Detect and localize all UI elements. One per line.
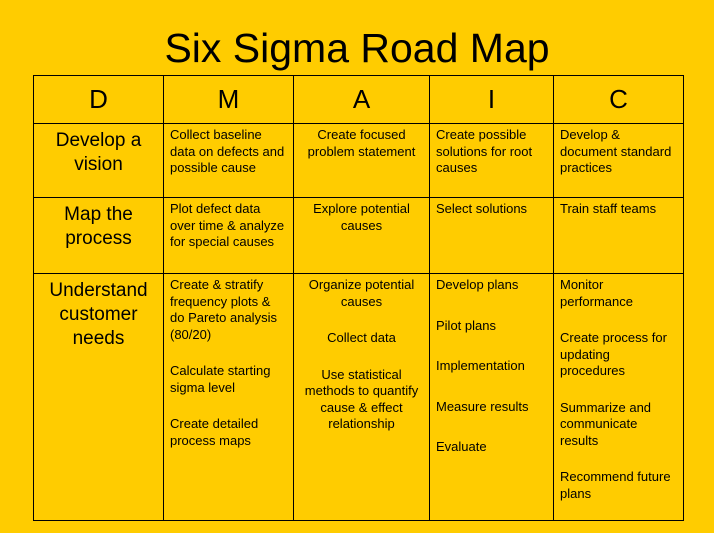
header-c: C bbox=[553, 75, 684, 124]
table-row: Develop a vision Collect baseline data o… bbox=[33, 123, 684, 198]
control-cell: Develop & document standard practices bbox=[553, 123, 684, 198]
table-row: Map the process Plot defect data over ti… bbox=[33, 197, 684, 274]
list-item: Create & stratify frequency plots & do P… bbox=[170, 277, 277, 342]
list-item: Develop plans bbox=[436, 277, 519, 292]
list-item: Calculate starting sigma level bbox=[170, 363, 271, 395]
analyze-cell: Create focused problem statement bbox=[293, 123, 430, 198]
row-label: Develop a vision bbox=[55, 130, 142, 175]
improve-cell: Select solutions bbox=[429, 197, 554, 274]
improve-cell: Create possible solutions for root cause… bbox=[429, 123, 554, 198]
measure-cell: Plot defect data over time & analyze for… bbox=[163, 197, 294, 274]
improve-cell: Develop plans Pilot plans Implementation… bbox=[429, 273, 554, 521]
measure-cell: Create & stratify frequency plots & do P… bbox=[163, 273, 294, 521]
list-item: Create focused problem statement bbox=[307, 127, 416, 159]
control-cell: Train staff teams bbox=[553, 197, 684, 274]
row-label: Understand customer needs bbox=[49, 280, 148, 349]
list-item: Monitor performance bbox=[560, 277, 633, 309]
analyze-cell: Organize potential causes Collect data U… bbox=[293, 273, 430, 521]
list-item: Plot defect data over time & analyze for… bbox=[170, 201, 285, 249]
list-item: Train staff teams bbox=[560, 201, 657, 216]
header-i: I bbox=[429, 75, 554, 124]
page-title: Six Sigma Road Map bbox=[164, 25, 550, 71]
analyze-cell: Explore potential causes bbox=[293, 197, 430, 274]
measure-cell: Collect baseline data on defects and pos… bbox=[163, 123, 294, 198]
list-item: Create possible solutions for root cause… bbox=[436, 127, 533, 175]
header-row: D M A I C bbox=[33, 75, 684, 124]
list-item: Summarize and communicate results bbox=[560, 399, 652, 448]
list-item: Explore potential causes bbox=[313, 201, 410, 233]
list-item: Recommend future plans bbox=[560, 469, 671, 501]
list-item: Develop & document standard practices bbox=[560, 127, 672, 175]
list-item: Evaluate bbox=[436, 439, 487, 454]
row-label-cell: Develop a vision bbox=[33, 123, 164, 198]
list-item: Implementation bbox=[436, 358, 525, 373]
row-label: Map the process bbox=[64, 204, 133, 249]
list-item: Organize potential causes bbox=[308, 277, 415, 309]
list-item: Collect baseline data on defects and pos… bbox=[170, 127, 285, 175]
list-item: Collect data bbox=[327, 330, 396, 345]
list-item: Select solutions bbox=[436, 201, 528, 216]
header-d: D bbox=[33, 75, 164, 124]
table-row: Understand customer needs Create & strat… bbox=[33, 273, 684, 521]
control-cell: Monitor performance Create process for u… bbox=[553, 273, 684, 521]
list-item: Measure results bbox=[436, 398, 529, 414]
roadmap-table: D M A I C Develop a vision Collect basel… bbox=[33, 75, 684, 521]
row-label-cell: Map the process bbox=[33, 197, 164, 274]
list-item: Create detailed process maps bbox=[170, 416, 259, 448]
list-item: Use statistical methods to quantify caus… bbox=[304, 366, 419, 432]
list-item: Pilot plans bbox=[436, 317, 496, 333]
row-label-cell: Understand customer needs bbox=[33, 273, 164, 521]
header-a: A bbox=[293, 75, 430, 124]
list-item: Create process for updating procedures bbox=[560, 330, 667, 378]
header-m: M bbox=[163, 75, 294, 124]
